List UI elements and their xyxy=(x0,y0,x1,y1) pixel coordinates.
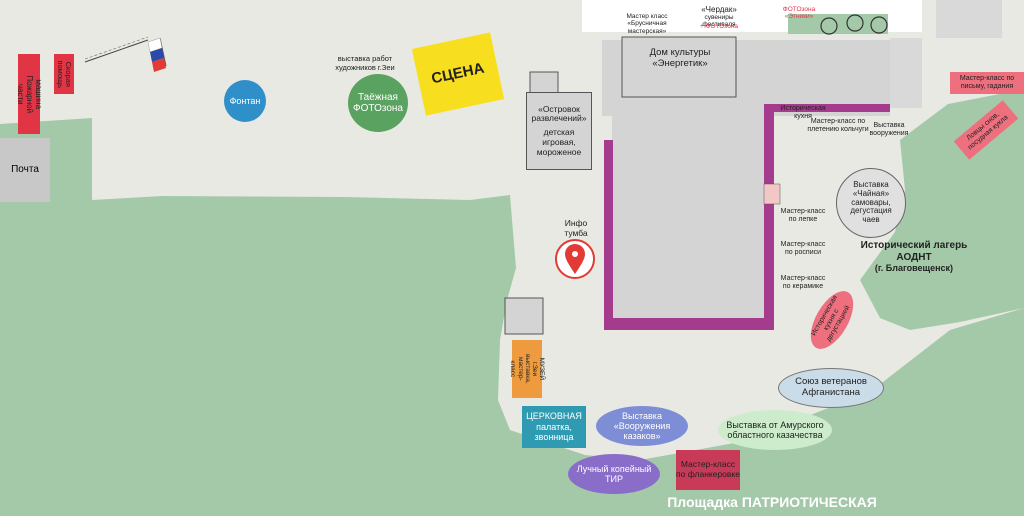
building-hall xyxy=(612,116,764,320)
ploshadka-title: Площадка ПАТРИОТИЧЕСКАЯ xyxy=(667,494,877,510)
ostrovok-label: «Островок развлечений» xyxy=(531,103,587,124)
church-label: ЦЕРКОВНАЯ палатка, звонница xyxy=(526,411,582,443)
ostrovok-block: «Островок развлечений» детская игровая, … xyxy=(526,92,592,170)
fontan-label: Фонтан xyxy=(229,95,261,106)
mk-writing-label: Мастер-класс по письму, гадания xyxy=(959,74,1015,90)
mk-writing-block: Мастер-класс по письму, гадания xyxy=(950,72,1024,94)
flag-red xyxy=(152,58,166,72)
info-marker-icon xyxy=(565,244,585,274)
dk-label: Дом культуры «Энергетик» xyxy=(649,47,711,69)
cherdak-sub-label: сувениры фестиваля xyxy=(702,14,736,29)
chainaya-label: Выставка «Чайная» самовары, дегустация ч… xyxy=(850,179,892,225)
museum-label: МУЗЕЙ г.Зеи выставка, мастер-класс xyxy=(509,354,545,384)
pink-door xyxy=(763,183,781,205)
historical-kitchen-label: Историческая кухня xyxy=(780,105,826,121)
building-far-right xyxy=(936,0,1002,38)
cossacks-exhibit-oval: Выставка от Амурского областного казачес… xyxy=(718,410,832,450)
taiga-photo-circle: Таёжная ФОТОзона xyxy=(348,74,408,132)
building-right-block xyxy=(890,38,922,108)
archery-label: Лучный копейный ТИР xyxy=(576,463,652,484)
lager-city-label: (г. Благовещенск) xyxy=(874,263,954,273)
cherdak-label: «Чердак» xyxy=(701,5,737,14)
veterans-label: Союз ветеранов Афганистана xyxy=(795,376,867,398)
mk-weaving-label: Мастер-класс по плетению кольчуги xyxy=(807,118,869,134)
lager-label: Исторический лагерь АОДНТ xyxy=(860,240,968,263)
tree-icon xyxy=(870,16,888,34)
green-strip xyxy=(788,14,888,34)
mk-lepka-label: Мастер-класс по лепке xyxy=(780,208,826,224)
cherdak-photo-label: + ФОТОзона xyxy=(699,23,739,30)
pochta-building: Почта xyxy=(0,138,50,202)
magenta-wall-left xyxy=(604,140,613,330)
museum-block: МУЗЕЙ г.Зеи выставка, мастер-класс xyxy=(509,340,545,398)
weapons-cossacks-label: Выставка «Вооружения казаков» xyxy=(613,410,671,442)
mk-brusnichnaya-label: Мастер класс «Брусничная мастерская» xyxy=(626,13,668,35)
flag-blue xyxy=(150,48,164,62)
veterans-oval: Союз ветеранов Афганистана xyxy=(778,368,884,408)
weapons-cossacks-oval: Выставка «Вооружения казаков» xyxy=(596,406,688,446)
fence-line xyxy=(84,39,149,63)
grass-lawn-left xyxy=(0,118,1024,516)
dk-block xyxy=(621,36,737,98)
magenta-wall-right xyxy=(764,104,774,330)
info-label: Инфо тумба xyxy=(564,218,588,238)
cossacks-exhibit-label: Выставка от Амурского областного казачес… xyxy=(726,419,824,440)
pozharnaya-marker: машина Пожарной части xyxy=(16,54,44,134)
chainaya-circle: Выставка «Чайная» самовары, дегустация ч… xyxy=(836,168,906,238)
skoraya-label: Скорая помощь xyxy=(56,60,74,88)
mk-flank-label: Мастер-класс по фланкеровке xyxy=(676,459,740,479)
mk-keramika-label: Мастер-класс по керамике xyxy=(780,275,826,291)
church-block: ЦЕРКОВНАЯ палатка, звонница xyxy=(522,406,586,448)
fontan-circle: Фонтан xyxy=(224,80,266,122)
mk-flank-block: Мастер-класс по фланкеровке xyxy=(676,450,740,490)
mk-rospis-label: Мастер-класс по росписи xyxy=(780,241,826,257)
artists-exhibition-label: выставка работ художников г.Зеи xyxy=(335,54,395,72)
magenta-wall-bottom xyxy=(604,318,774,330)
stage-label: СЦЕНА xyxy=(430,60,486,88)
pochta-label: Почта xyxy=(11,164,39,176)
grey-box-left xyxy=(504,297,544,335)
pozharnaya-label: машина Пожарной части xyxy=(16,75,44,113)
skoraya-marker: Скорая помощь xyxy=(54,54,74,94)
photo-etniki-label: ФОТОзона «Этники» xyxy=(782,6,816,21)
ostrovok-sub-label: детская игровая, мороженое xyxy=(536,127,582,157)
grass-lawn-right xyxy=(860,92,1024,330)
archery-oval: Лучный копейный ТИР xyxy=(568,454,660,494)
magenta-wall-top xyxy=(764,104,890,112)
tree-icon xyxy=(820,17,838,35)
taiga-photo-label: Таёжная ФОТОзона xyxy=(353,91,403,114)
tree-icon xyxy=(846,14,864,32)
weapons-show-label: Выставка вооружения xyxy=(869,122,909,138)
